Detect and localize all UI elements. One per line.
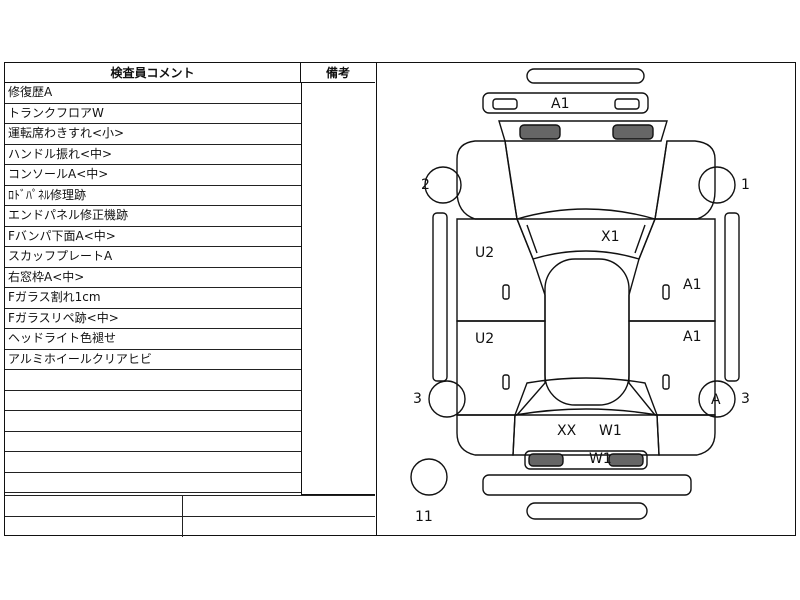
comment-row: Fバンパ下面A<中> <box>5 227 301 247</box>
right-rear-fender <box>656 414 716 456</box>
comment-list: 修復歴A トランクフロアW 運転席わきすれ<小> ハンドル振れ<中> コンソール… <box>5 83 301 493</box>
comment-row: ﾛﾄﾞﾊﾟﾈﾙ修理跡 <box>5 186 301 206</box>
tail-light-right <box>608 453 644 467</box>
car-outline-svg <box>410 68 740 520</box>
comment-row: トランクフロアW <box>5 104 301 124</box>
left-side-rail <box>432 212 448 382</box>
mark-rear-glass: XX <box>557 423 577 439</box>
comment-row: ヘッドライト色褪せ <box>5 329 301 350</box>
comment-header: 検査員コメント <box>5 63 301 83</box>
wheel-right-rear <box>698 380 736 418</box>
comment-row: コンソールA<中> <box>5 165 301 186</box>
comment-row: ハンドル振れ<中> <box>5 145 301 165</box>
comment-row: 修復歴A <box>5 83 301 104</box>
mark-trunk: W1 <box>589 451 612 467</box>
wheel-number-right-front: 1 <box>741 177 750 193</box>
wheel-number-left-front: 2 <box>421 177 430 193</box>
windshield-pillar-left <box>526 224 538 254</box>
comment-panel: 検査員コメント 備考 修復歴A トランクフロアW 運転席わきすれ<小> ハンドル… <box>5 63 377 537</box>
remarks-column <box>301 83 375 495</box>
right-rear-door-handle <box>662 374 670 390</box>
vehicle-diagram: A1 X1 U2 U2 A1 A1 XX W1 W1 A 1 2 3 3 11 <box>377 63 795 535</box>
hood-front <box>498 120 668 142</box>
right-rear-door <box>628 320 716 416</box>
footer-cell <box>183 516 375 537</box>
wheel-right-front <box>698 166 736 204</box>
headlight-right <box>612 124 654 140</box>
comment-row: エンドパネル修正機跡 <box>5 206 301 227</box>
front-bumper-foglight-left <box>492 98 518 110</box>
footer-cell <box>183 495 375 516</box>
remarks-header: 備考 <box>301 63 375 83</box>
marks-svg: A1 X1 U2 U2 A1 A1 XX W1 W1 A 1 2 3 3 11 <box>413 96 750 525</box>
mark-left-front-door: U2 <box>475 245 494 261</box>
comment-row <box>5 432 301 452</box>
wheel-number-spare: 11 <box>415 509 433 525</box>
headlight-left <box>519 124 561 140</box>
comment-row: Fガラス割れ1cm <box>5 288 301 309</box>
rear-bumper-bottom <box>526 502 648 520</box>
rear-panel <box>524 450 648 470</box>
rear-bumper <box>482 474 692 496</box>
left-rear-door-handle <box>502 374 510 390</box>
wheel-left-front <box>424 166 462 204</box>
comment-row <box>5 391 301 411</box>
comment-row <box>5 473 301 493</box>
comment-row: アルミホイールクリアヒビ <box>5 350 301 370</box>
inspection-sheet: 検査員コメント 備考 修復歴A トランクフロアW 運転席わきすれ<小> ハンドル… <box>4 62 796 537</box>
footer-cells <box>5 495 375 537</box>
comment-row: 右窓枠A<中> <box>5 268 301 288</box>
left-rear-fender <box>456 414 516 456</box>
right-side-rail <box>724 212 740 382</box>
wheel-number-left-rear: 3 <box>413 391 422 407</box>
footer-cell <box>5 495 183 516</box>
left-rear-door <box>456 320 546 416</box>
right-front-door-handle <box>662 284 670 300</box>
mark-left-rear-door: U2 <box>475 331 494 347</box>
comment-row: 運転席わきすれ<小> <box>5 124 301 145</box>
comment-row <box>5 370 301 391</box>
comment-row <box>5 411 301 432</box>
wheel-left-rear <box>428 380 466 418</box>
comment-row: Fガラスリペ跡<中> <box>5 309 301 329</box>
mark-rear-glass-2: W1 <box>599 423 622 439</box>
left-front-door-handle <box>502 284 510 300</box>
wheel-number-right-rear: 3 <box>741 391 750 407</box>
mark-front-bumper: A1 <box>551 96 569 112</box>
front-bumper-foglight-right <box>614 98 640 110</box>
mark-right-front-door: A1 <box>683 277 701 293</box>
mark-windshield: X1 <box>601 229 620 245</box>
windshield-pillar-right <box>634 224 646 254</box>
tail-light-left <box>528 453 564 467</box>
mark-right-rear-wheel: A <box>711 392 721 408</box>
front-bumper-top <box>526 68 645 84</box>
mark-right-rear-door: A1 <box>683 329 701 345</box>
wheel-spare <box>410 458 448 496</box>
comment-row: スカッフプレートA <box>5 247 301 268</box>
front-bumper <box>482 92 649 114</box>
footer-cell <box>5 516 183 537</box>
comment-row <box>5 452 301 473</box>
